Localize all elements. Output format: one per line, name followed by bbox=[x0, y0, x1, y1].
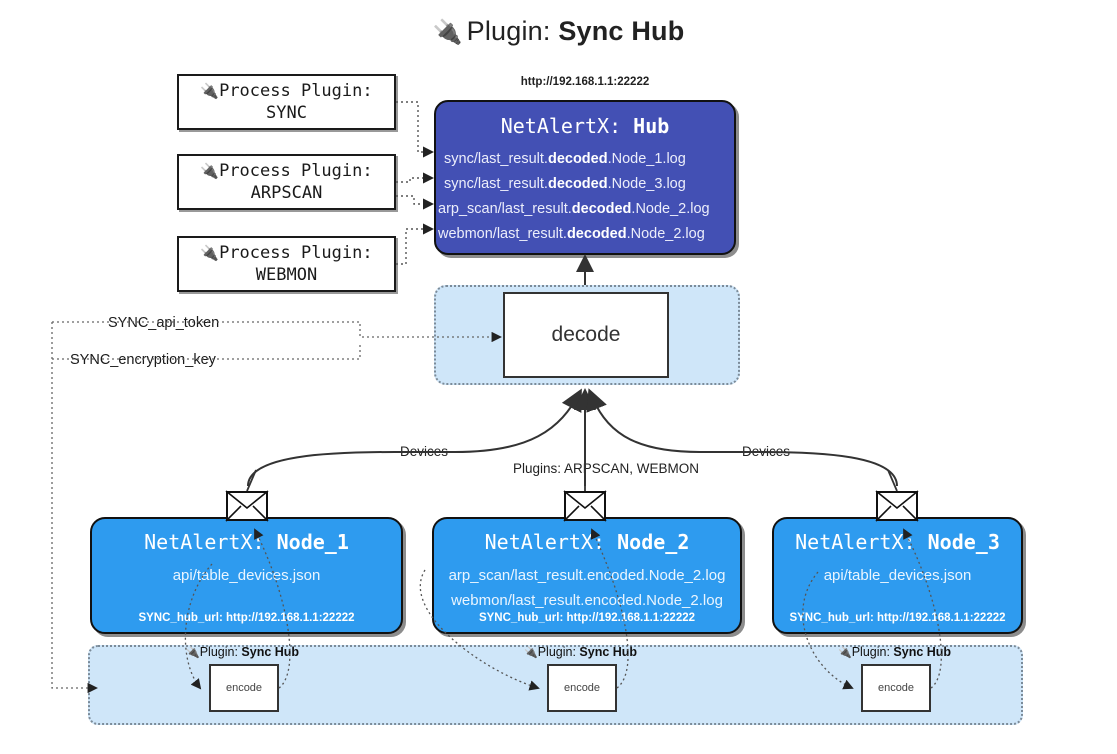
process-plugin-line2: ARPSCAN bbox=[250, 183, 323, 203]
node-line-list: api/table_devices.json bbox=[774, 563, 1021, 588]
envelope-icon bbox=[226, 491, 268, 521]
plug-icon: 🔌 bbox=[838, 647, 852, 659]
encoder-plugin-label-1: 🔌Plugin: Sync Hub bbox=[186, 645, 300, 659]
node-box-node-1[interactable]: NetAlertX: Node_1 api/table_devices.json… bbox=[90, 517, 403, 634]
process-plugin-box-webmon[interactable]: 🔌Process Plugin: WEBMON bbox=[177, 236, 396, 292]
hub-log-line: sync/last_result.decoded.Node_3.log bbox=[444, 176, 686, 192]
process-plugin-line1: 🔌Process Plugin: bbox=[200, 243, 373, 263]
node-line: api/table_devices.json bbox=[172, 567, 321, 584]
node-line-list: api/table_devices.json bbox=[92, 563, 401, 588]
plug-icon: 🔌 bbox=[524, 647, 538, 659]
encode-label: encode bbox=[877, 682, 915, 694]
node-title: NetAlertX: Node_1 bbox=[144, 530, 349, 554]
plugin-to-hub-connectors bbox=[396, 101, 435, 265]
token-label-api: SYNC_api_token bbox=[104, 315, 224, 331]
node-hub-url: SYNC_hub_url: http://192.168.1.1:22222 bbox=[478, 612, 696, 624]
node-box-node-2[interactable]: NetAlertX: Node_2 arp_scan/last_result.e… bbox=[432, 517, 742, 634]
process-plugin-line2: WEBMON bbox=[255, 265, 318, 285]
token-label-encryption: SYNC_encryption_key bbox=[66, 352, 220, 368]
hub-log-list: sync/last_result.decoded.Node_1.log sync… bbox=[436, 147, 734, 247]
encode-box-3[interactable]: encode bbox=[861, 664, 931, 712]
plug-icon: 🔌 bbox=[200, 244, 220, 262]
node-hub-url: SYNC_hub_url: http://192.168.1.1:22222 bbox=[138, 612, 355, 624]
node-line: arp_scan/last_result.encoded.Node_2.log bbox=[448, 567, 726, 584]
node-title: NetAlertX: Node_3 bbox=[795, 530, 1000, 554]
encode-box-1[interactable]: encode bbox=[209, 664, 279, 712]
hub-url-label: http://192.168.1.1:22222 bbox=[520, 76, 650, 88]
page-title: 🔌Plugin: Sync Hub bbox=[0, 16, 1117, 47]
hub-node[interactable]: NetAlertX: Hub sync/last_result.decoded.… bbox=[434, 100, 736, 255]
node-box-node-3[interactable]: NetAlertX: Node_3 api/table_devices.json… bbox=[772, 517, 1023, 634]
hub-title-prefix: NetAlertX: bbox=[500, 114, 622, 138]
encoder-plugin-label-3: 🔌Plugin: Sync Hub bbox=[838, 645, 952, 659]
process-plugin-line2: SYNC bbox=[266, 103, 307, 123]
process-plugin-box-arpscan[interactable]: 🔌Process Plugin: ARPSCAN bbox=[177, 154, 396, 210]
hub-log-line: webmon/last_result.decoded.Node_2.log bbox=[438, 226, 705, 242]
hub-log-line: sync/last_result.decoded.Node_1.log bbox=[444, 151, 686, 167]
node-line-list: arp_scan/last_result.encoded.Node_2.log … bbox=[434, 563, 740, 613]
process-plugin-line1: 🔌Process Plugin: bbox=[200, 81, 373, 101]
hub-title: NetAlertX: Hub bbox=[436, 114, 734, 138]
process-plugin-box-sync[interactable]: 🔌Process Plugin: SYNC bbox=[177, 74, 396, 130]
encode-label: encode bbox=[225, 682, 263, 694]
decode-label: decode bbox=[551, 323, 621, 346]
hub-log-line: arp_scan/last_result.decoded.Node_2.log bbox=[438, 201, 710, 217]
envelope-icon bbox=[876, 491, 918, 521]
plug-icon: 🔌 bbox=[432, 19, 463, 46]
node-title: NetAlertX: Node_2 bbox=[484, 530, 690, 554]
encode-box-2[interactable]: encode bbox=[547, 664, 617, 712]
page-title-prefix: Plugin: bbox=[466, 16, 551, 46]
edge-label-devices-right: Devices bbox=[737, 444, 796, 459]
page-title-name: Sync Hub bbox=[558, 16, 685, 46]
encoder-plugin-label-2: 🔌Plugin: Sync Hub bbox=[524, 645, 638, 659]
node-line: api/table_devices.json bbox=[823, 567, 972, 584]
plug-icon: 🔌 bbox=[200, 162, 220, 180]
encode-label: encode bbox=[563, 682, 601, 694]
hub-title-name: Hub bbox=[633, 114, 670, 138]
edge-label-plugins-center: Plugins: ARPSCAN, WEBMON bbox=[508, 461, 705, 476]
decode-box[interactable]: decode bbox=[503, 292, 669, 378]
node-line: webmon/last_result.encoded.Node_2.log bbox=[451, 592, 723, 609]
process-plugin-line1: 🔌Process Plugin: bbox=[200, 161, 373, 181]
edge-label-devices-left: Devices bbox=[395, 444, 454, 459]
plug-icon: 🔌 bbox=[186, 647, 200, 659]
node-hub-url: SYNC_hub_url: http://192.168.1.1:22222 bbox=[789, 612, 1006, 624]
plug-icon: 🔌 bbox=[200, 82, 220, 100]
envelope-icon bbox=[564, 491, 606, 521]
